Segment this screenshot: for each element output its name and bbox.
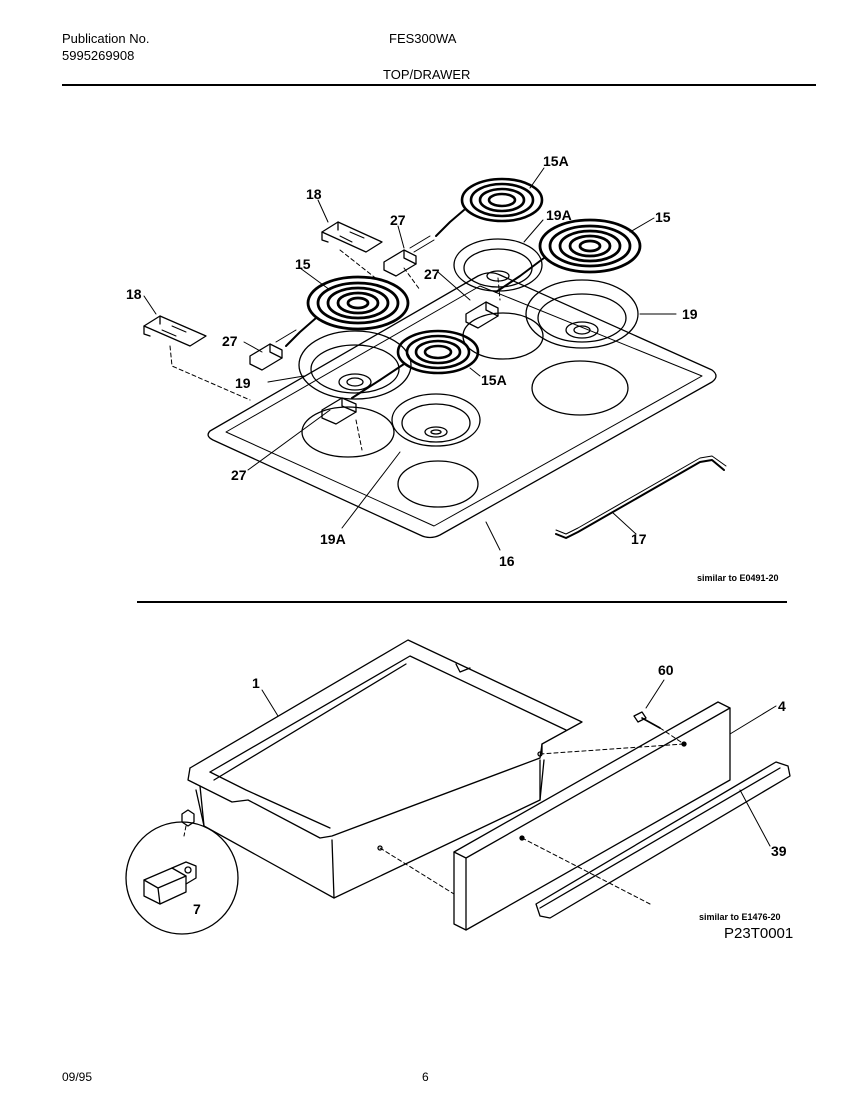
drip-bowl-19-right [525,279,639,349]
label-15A-front: 15A [481,372,507,388]
label-19-right: 19 [682,306,698,322]
bracket-18-top [321,221,383,253]
label-7: 7 [193,901,201,917]
label-27-left: 27 [222,333,238,349]
surface-element-15A-front [351,329,480,399]
leader-lines-top [143,167,677,551]
label-4: 4 [778,698,786,714]
label-27-rear: 27 [390,212,406,228]
assembly-lines-bottom [183,727,685,905]
drip-bowl-19A-front [391,393,481,447]
label-19-left: 19 [235,375,251,391]
reference-bottom: similar to E1476-20 [699,912,781,922]
section-divider [137,601,787,603]
clip-small [181,809,195,827]
label-1: 1 [252,675,260,691]
label-19A-front: 19A [320,531,346,547]
drawer-body [187,639,583,899]
clip-detail-circle [125,821,239,935]
label-16: 16 [499,553,515,569]
receptacle-27-left [249,329,297,371]
leader-lines-bottom [261,679,777,847]
publication-number: 5995269908 [62,48,135,63]
label-27-front: 27 [231,467,247,483]
surface-element-15-left [285,275,410,347]
label-39: 39 [771,843,787,859]
receptacle-27-rear [383,235,435,277]
publication-label: Publication No. [62,31,150,46]
label-18-top: 18 [306,186,322,202]
label-18-left: 18 [126,286,142,302]
reference-top: similar to E0491-20 [697,573,779,583]
receptacle-27-mid [465,301,499,329]
surface-element-15-right [495,218,642,293]
screw-60 [633,711,661,729]
label-27-mid: 27 [424,266,440,282]
label-60: 60 [658,662,674,678]
label-19A-rear: 19A [546,207,572,223]
bracket-18-left [143,315,207,347]
footer-date: 09/95 [62,1070,93,1084]
section-title: TOP/DRAWER [383,67,471,82]
page-number: 6 [422,1070,429,1084]
label-17: 17 [631,531,647,547]
cooktop-assembly [143,167,727,551]
label-15A-rear: 15A [543,153,569,169]
model-number: FES300WA [389,31,457,46]
drawer-front [453,701,731,931]
drawer-assembly [125,639,791,935]
surface-element-15A-rear [435,177,544,237]
drip-bowl-19-left [298,330,412,400]
drip-bowl-19A-rear [453,238,543,292]
drawer-handle [535,761,791,919]
receptacle-27-front [321,397,357,425]
drawing-code: P23T0001 [724,925,794,942]
cooktop-panel [207,272,717,539]
header-rule [62,84,816,86]
label-15-left: 15 [295,256,311,272]
label-15-right: 15 [655,209,671,225]
assembly-lines-top [169,249,501,451]
wire-17 [555,455,727,539]
